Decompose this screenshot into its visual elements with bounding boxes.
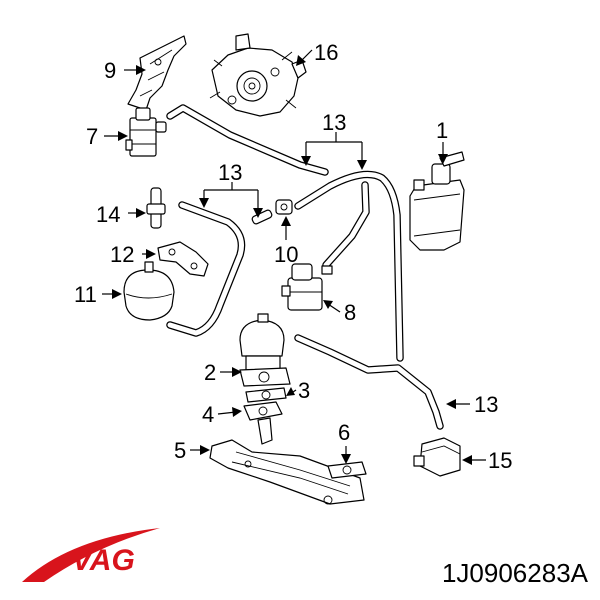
part-14-connector (146, 187, 166, 229)
part-1-canister (409, 151, 465, 251)
callout-2: 2 (204, 360, 216, 385)
callout-5: 5 (174, 438, 186, 463)
callout-16: 16 (314, 40, 338, 65)
callout-11: 11 (74, 282, 97, 307)
part-6-gasket (327, 461, 367, 479)
callout-3: 3 (298, 378, 310, 403)
part-7-valve (125, 107, 167, 157)
callout-9: 9 (104, 58, 116, 83)
callout-13-middle: 13 (218, 160, 242, 185)
callout-12: 12 (110, 242, 134, 267)
part-15-bracket (413, 437, 461, 477)
callout-4: 4 (202, 402, 214, 427)
part-8-valve (281, 263, 333, 311)
part-10-fitting (275, 199, 293, 215)
part-12-bracket (157, 241, 209, 277)
callout-8: 8 (344, 300, 356, 325)
leader-lines (102, 49, 486, 465)
callout-6: 6 (338, 420, 350, 445)
part-number: 1J0906283A (442, 558, 589, 588)
short-connector-hose (251, 209, 273, 225)
vacuum-hoses (166, 104, 444, 430)
part-11-reservoir (123, 261, 175, 321)
callout-13-top: 13 (322, 110, 346, 135)
callout-14: 14 (96, 202, 120, 227)
callout-10: 10 (274, 242, 298, 267)
callout-7: 7 (86, 124, 98, 149)
part-3-gasket (245, 387, 287, 403)
part-5-egr-cooler (209, 439, 365, 505)
callout-numbers: 9 16 7 13 1 13 14 10 12 11 8 2 3 4 5 6 1… (74, 40, 512, 473)
part-4-gasket-pipe (243, 401, 283, 445)
vag-logo-swoosh (22, 528, 160, 582)
vag-logo: VAG (22, 528, 160, 582)
part-9-bracket (127, 35, 187, 111)
callout-1: 1 (436, 118, 448, 143)
callout-13-bottom: 13 (474, 392, 498, 417)
vag-logo-text: VAG (72, 544, 135, 577)
callout-15: 15 (488, 448, 512, 473)
part-2-egr-valve (239, 313, 291, 387)
part-16-vacuum-pump (209, 33, 307, 117)
